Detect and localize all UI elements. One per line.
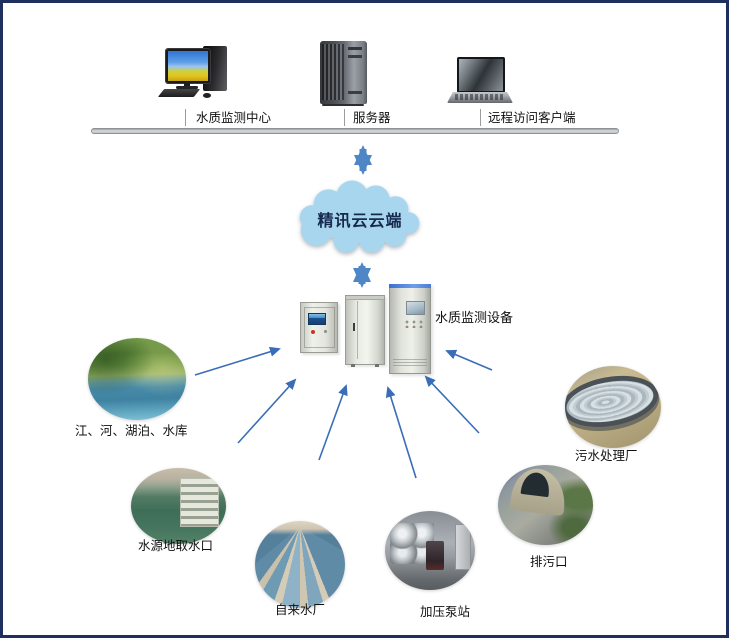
photo-water-source-intake (131, 468, 226, 544)
intake-building (180, 477, 220, 527)
arrow-lake-to-equipment (194, 346, 281, 376)
cloud-shape (299, 180, 420, 253)
label-sewage-outlet: 排污口 (530, 554, 568, 569)
laptop-icon (447, 57, 513, 106)
photo-sewage-treatment-plant (565, 366, 661, 448)
tick-line (480, 109, 481, 126)
cabinet-window (406, 301, 425, 315)
equipment-cabinet-tall (389, 284, 431, 374)
arrow-sewageplant-to-equipment (445, 349, 493, 371)
arrow-intake-to-equipment (237, 378, 297, 444)
label-equipment: 水质监测设备 (435, 311, 514, 326)
arrow-outlet-to-equipment (424, 375, 480, 434)
pump-unit (425, 541, 445, 571)
equipment-cabinet-medium (345, 295, 385, 367)
cloud-label: 精讯云云端 (317, 211, 403, 230)
outlet-arch (509, 465, 569, 517)
label-rivers-lakes-reservoirs: 江、河、湖泊、水库 (75, 423, 188, 438)
cabinet-display (308, 313, 326, 325)
network-bus-bar (91, 128, 619, 134)
label-water-source-intake: 水源地取水口 (138, 538, 214, 553)
equipment-cabinet-small (300, 302, 338, 353)
server-tower-icon (314, 41, 372, 107)
desktop-computer-icon (157, 41, 233, 99)
photo-waterworks (255, 521, 345, 608)
cabinet-handle (353, 323, 355, 331)
pc-mouse (203, 93, 211, 98)
clarifier-tank (565, 369, 661, 435)
tick-line (344, 109, 345, 126)
cabinet-red-button (311, 330, 315, 334)
pump-cabinet (455, 524, 471, 571)
label-remote-client: 远程访问客户端 (488, 110, 576, 125)
photo-rivers-lakes-reservoirs (88, 338, 186, 420)
pc-keyboard (157, 89, 201, 97)
label-monitoring-center: 水质监测中心 (196, 110, 272, 125)
label-booster-pump-station: 加压泵站 (420, 604, 471, 619)
photo-sewage-outlet (498, 465, 593, 545)
arrow-waterworks-to-equipment (318, 384, 348, 461)
arrow-pump-to-equipment (385, 386, 417, 479)
photo-booster-pump-station (385, 511, 475, 590)
cabinet-buttons (404, 320, 426, 328)
label-server: 服务器 (353, 110, 391, 125)
label-waterworks: 自来水厂 (275, 602, 326, 617)
label-sewage-treatment-plant: 污水处理厂 (575, 448, 638, 463)
tick-line (185, 109, 186, 126)
pc-monitor-screen (166, 49, 210, 83)
